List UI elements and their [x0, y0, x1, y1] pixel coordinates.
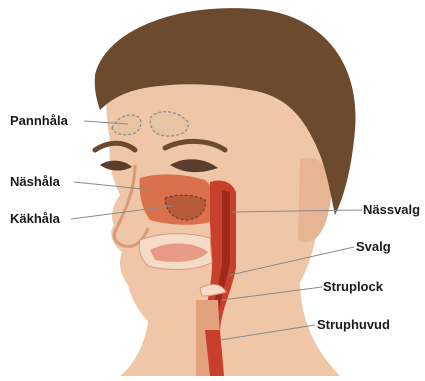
- label-kakhala: Käkhåla: [10, 212, 60, 225]
- label-pannhala: Pannhåla: [10, 114, 68, 127]
- label-struphuvud: Struphuvud: [317, 318, 390, 331]
- label-nashala: Näshåla: [10, 175, 60, 188]
- label-struplock: Struplock: [323, 280, 383, 293]
- label-svalg: Svalg: [356, 240, 391, 253]
- label-nassvalg: Nässvalg: [363, 203, 420, 216]
